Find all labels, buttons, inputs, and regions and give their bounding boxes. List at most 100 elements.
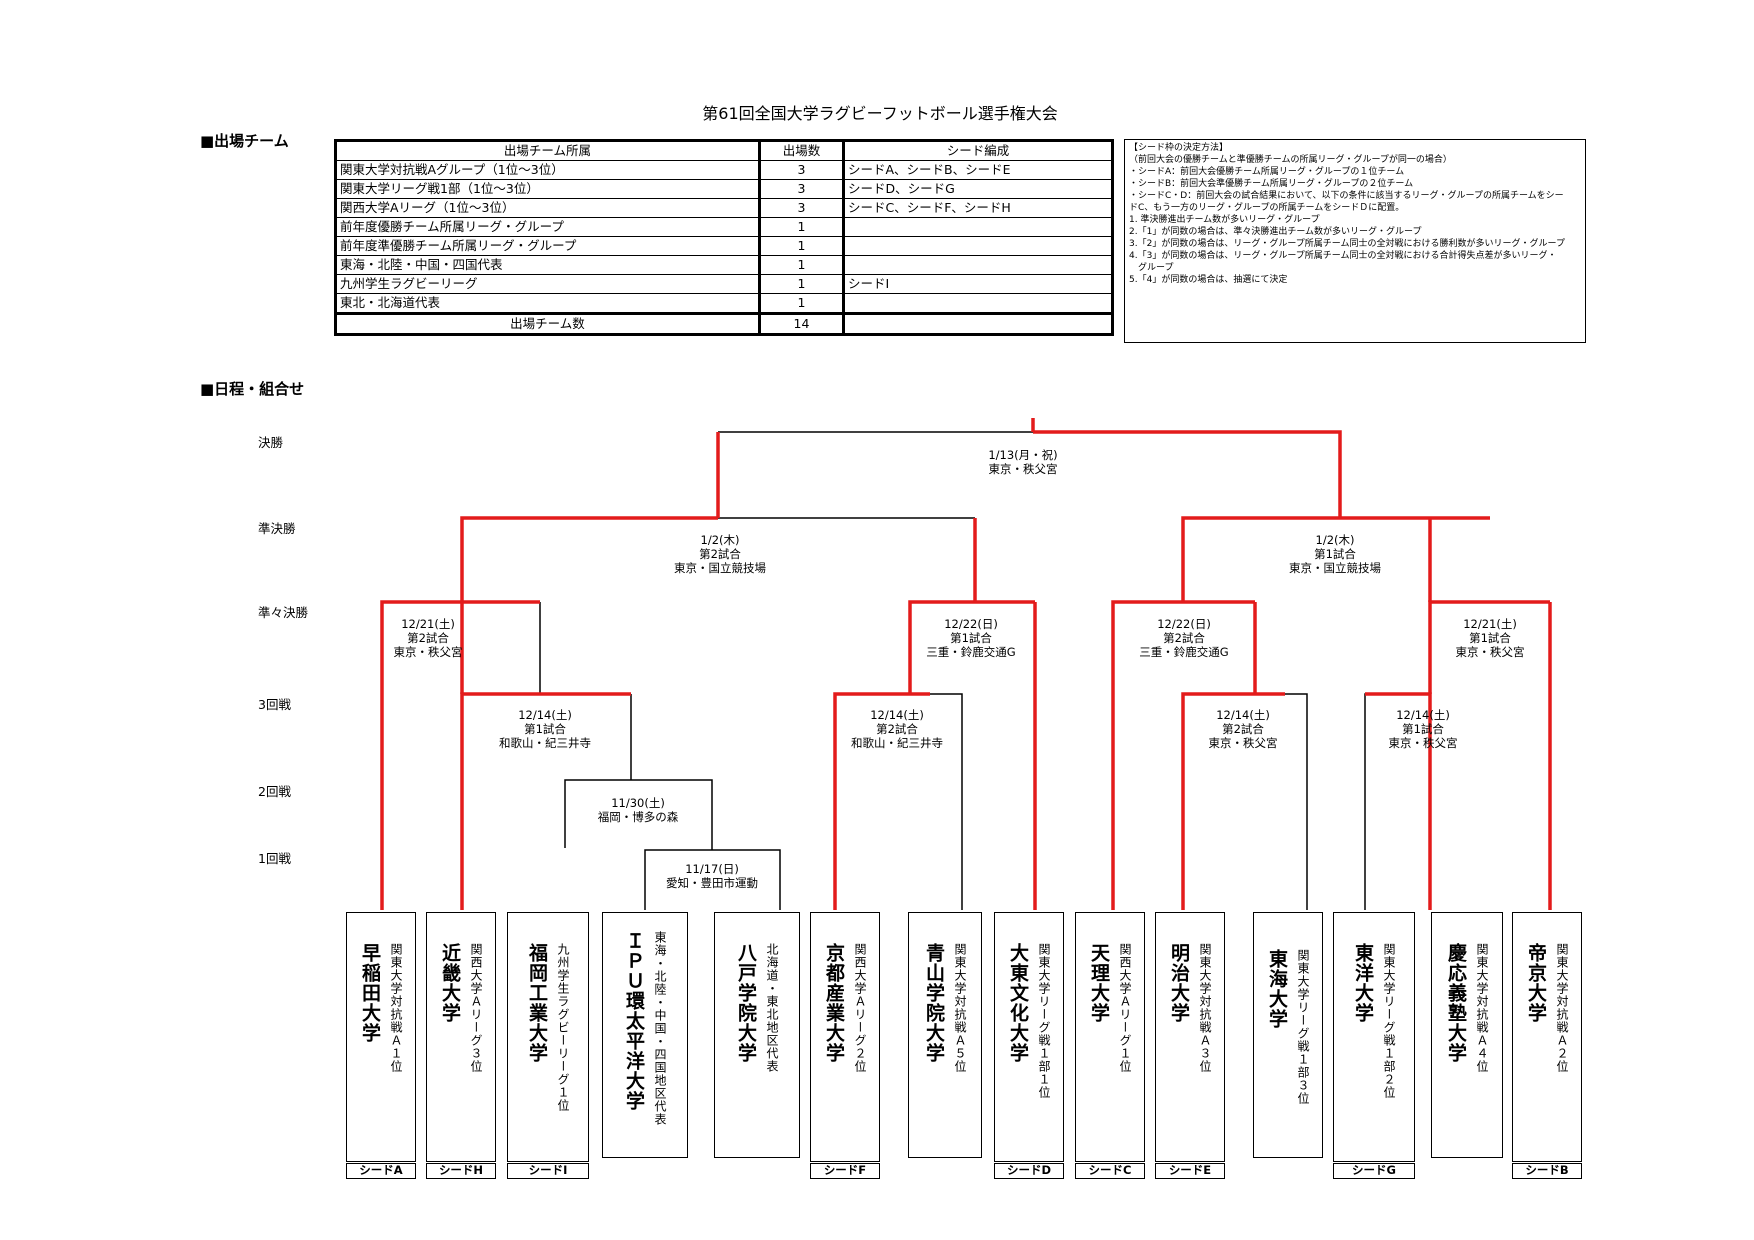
match-info-qf4: 12/21(土) 第1試合 東京・秩父宮 <box>1400 617 1580 659</box>
seed-label: シードG <box>1333 1163 1415 1179</box>
match-date: 1/13(月・祝) <box>988 448 1058 462</box>
match-game: 第1試合 <box>950 631 992 645</box>
team-box: 九州学生ラグビーリーグ１位 福岡工業大学 <box>507 912 589 1162</box>
seed-label: シードB <box>1512 1163 1582 1179</box>
match-date: 12/21(土) <box>1463 617 1517 631</box>
seed-method-line: 【シード枠の決定方法】 <box>1129 143 1229 153</box>
round-label-r3: 3回戦 <box>258 697 291 712</box>
table-cell <box>843 312 1113 335</box>
team-affiliation: 関東大学対抗戦Ａ３位 <box>1198 943 1212 1073</box>
match-game: 第2試合 <box>1222 722 1264 736</box>
team-name: 青山学院大学 <box>923 943 945 1063</box>
team-box: 関東大学リーグ戦１部１位 大東文化大学 <box>994 912 1064 1162</box>
match-info-r3c: 12/14(土) 第2試合 東京・秩父宮 <box>1153 708 1333 750</box>
seed-method-line: ・シードA：前回大会優勝チーム所属リーグ・グループの１位チーム <box>1129 167 1405 177</box>
section-schedule-heading: ■日程・組合せ <box>200 380 305 398</box>
match-venue: 東京・国立競技場 <box>1289 561 1381 575</box>
match-date: 11/17(日) <box>685 862 739 876</box>
team-box: 関西大学Ａリーグ３位 近畿大学 <box>426 912 496 1162</box>
seed-method-line: 5.「4」が同数の場合は、抽選にて決定 <box>1129 275 1288 285</box>
match-date: 1/2(木) <box>1315 533 1355 547</box>
table-cell: 14 <box>759 312 845 335</box>
match-venue: 和歌山・紀三井寺 <box>851 736 943 750</box>
team-name: 福岡工業大学 <box>526 943 548 1063</box>
match-info-r2: 11/30(土) 福岡・博多の森 <box>548 796 728 824</box>
seed-method-line: ・シードB：前回大会準優勝チーム所属リーグ・グループの２位チーム <box>1129 179 1414 189</box>
round-label-r2: 2回戦 <box>258 784 291 799</box>
table-cell: シードC、シードF、シードH <box>843 198 1113 218</box>
team-box: 関東大学対抗戦Ａ３位 明治大学 <box>1155 912 1225 1162</box>
match-date: 1/2(木) <box>700 533 740 547</box>
seed-method-line: 1. 準決勝進出チーム数が多いリーグ・グループ <box>1129 215 1320 225</box>
match-game: 第2試合 <box>1163 631 1205 645</box>
team-name: 天理大学 <box>1088 943 1110 1023</box>
match-date: 12/14(土) <box>1216 708 1270 722</box>
seed-method-line: ドC、もう一方のリーグ・グループの所属チームをシードＤに配置。 <box>1129 203 1405 213</box>
match-venue: 三重・鈴鹿交通G <box>926 645 1016 659</box>
team-box: 関西大学Ａリーグ２位 京都産業大学 <box>810 912 880 1162</box>
seed-method-line: 3.「2」が同数の場合は、リーグ・グループ所属チーム同士の全対戦における勝利数が… <box>1129 239 1565 249</box>
team-box: 関東大学対抗戦Ａ２位 帝京大学 <box>1512 912 1582 1162</box>
match-game: 第2試合 <box>876 722 918 736</box>
team-box: 関東大学対抗戦Ａ１位 早稲田大学 <box>346 912 416 1162</box>
team-box: 関東大学リーグ戦１部３位 東海大学 <box>1253 912 1323 1158</box>
table-header: 出場チーム所属 <box>335 140 761 161</box>
seed-method-line: 4.「3」が同数の場合は、リーグ・グループ所属チーム同士の全対戦における合計得失… <box>1129 251 1557 261</box>
seed-label: シードF <box>810 1163 880 1179</box>
team-name: 八戸学院大学 <box>735 943 757 1063</box>
team-affiliation: 関東大学対抗戦Ａ２位 <box>1555 943 1569 1073</box>
team-name: 東洋大学 <box>1352 943 1374 1023</box>
match-date: 12/14(土) <box>518 708 572 722</box>
seed-label: シードC <box>1075 1163 1145 1179</box>
team-name: 帝京大学 <box>1525 943 1547 1023</box>
match-date: 12/22(日) <box>944 617 998 631</box>
match-venue: 東京・秩父宮 <box>988 462 1058 476</box>
team-affiliation: 関西大学Ａリーグ１位 <box>1118 943 1132 1073</box>
match-date: 11/30(土) <box>611 796 665 810</box>
match-info-semi-right: 1/2(木) 第1試合 東京・国立競技場 <box>1245 533 1425 575</box>
team-box: 関西大学Ａリーグ１位 天理大学 <box>1075 912 1145 1162</box>
team-affiliation: 関西大学Ａリーグ３位 <box>469 943 483 1073</box>
seed-label: シードD <box>994 1163 1064 1179</box>
match-game: 第1試合 <box>1402 722 1444 736</box>
seed-label: シードA <box>346 1163 416 1179</box>
table-cell: シードD、シードG <box>843 179 1113 199</box>
match-date: 12/14(土) <box>1396 708 1450 722</box>
team-affiliation: 関東大学対抗戦Ａ４位 <box>1475 943 1489 1073</box>
seed-method-box: 【シード枠の決定方法】 （前回大会の優勝チームと準優勝チームの所属リーグ・グルー… <box>1124 139 1586 343</box>
table-cell: 関東大学リーグ戦1部（1位～3位） <box>335 179 761 199</box>
seed-method-line: ・シードC・D：前回大会の試合結果において、以下の条件に該当するリーグ・グループ… <box>1129 191 1564 201</box>
team-name: 東海大学 <box>1266 949 1288 1029</box>
match-game: 第1試合 <box>1469 631 1511 645</box>
table-cell: 3 <box>759 160 845 180</box>
team-name: 近畿大学 <box>439 943 461 1023</box>
match-info-r3d: 12/14(土) 第1試合 東京・秩父宮 <box>1333 708 1513 750</box>
round-label-semi: 準決勝 <box>258 521 296 536</box>
seed-method-line: グループ <box>1129 263 1174 273</box>
match-venue: 和歌山・紀三井寺 <box>499 736 591 750</box>
seed-label: シードH <box>426 1163 496 1179</box>
table-cell: 東北・北海道代表 <box>335 293 761 314</box>
seed-method-line: 2.「1」が同数の場合は、準々決勝進出チーム数が多いリーグ・グループ <box>1129 227 1422 237</box>
page-title: 第61回全国大学ラグビーフットボール選手権大会 <box>702 104 1058 123</box>
team-affiliation: 東海・北陸・中国・四国地区代表 <box>653 931 667 1126</box>
match-venue: 福岡・博多の森 <box>597 810 679 824</box>
match-info-semi-left: 1/2(木) 第2試合 東京・国立競技場 <box>630 533 810 575</box>
section-teams-heading: ■出場チーム <box>200 132 289 150</box>
team-affiliation: 関西大学Ａリーグ２位 <box>853 943 867 1073</box>
round-label-quarter: 準々決勝 <box>258 605 309 620</box>
match-info-qf1: 12/21(土) 第2試合 東京・秩父宮 <box>338 617 518 659</box>
round-label-final: 決勝 <box>258 435 284 450</box>
match-info-final: 1/13(月・祝) 東京・秩父宮 <box>933 448 1113 476</box>
match-date: 12/22(日) <box>1157 617 1211 631</box>
round-label-r1: 1回戦 <box>258 851 291 866</box>
team-name: ＩＰＵ環太平洋大学 <box>623 931 645 1111</box>
match-game: 第2試合 <box>699 547 741 561</box>
team-affiliation: 関東大学リーグ戦１部１位 <box>1037 943 1051 1099</box>
team-box: 関東大学対抗戦Ａ５位 青山学院大学 <box>908 912 982 1158</box>
